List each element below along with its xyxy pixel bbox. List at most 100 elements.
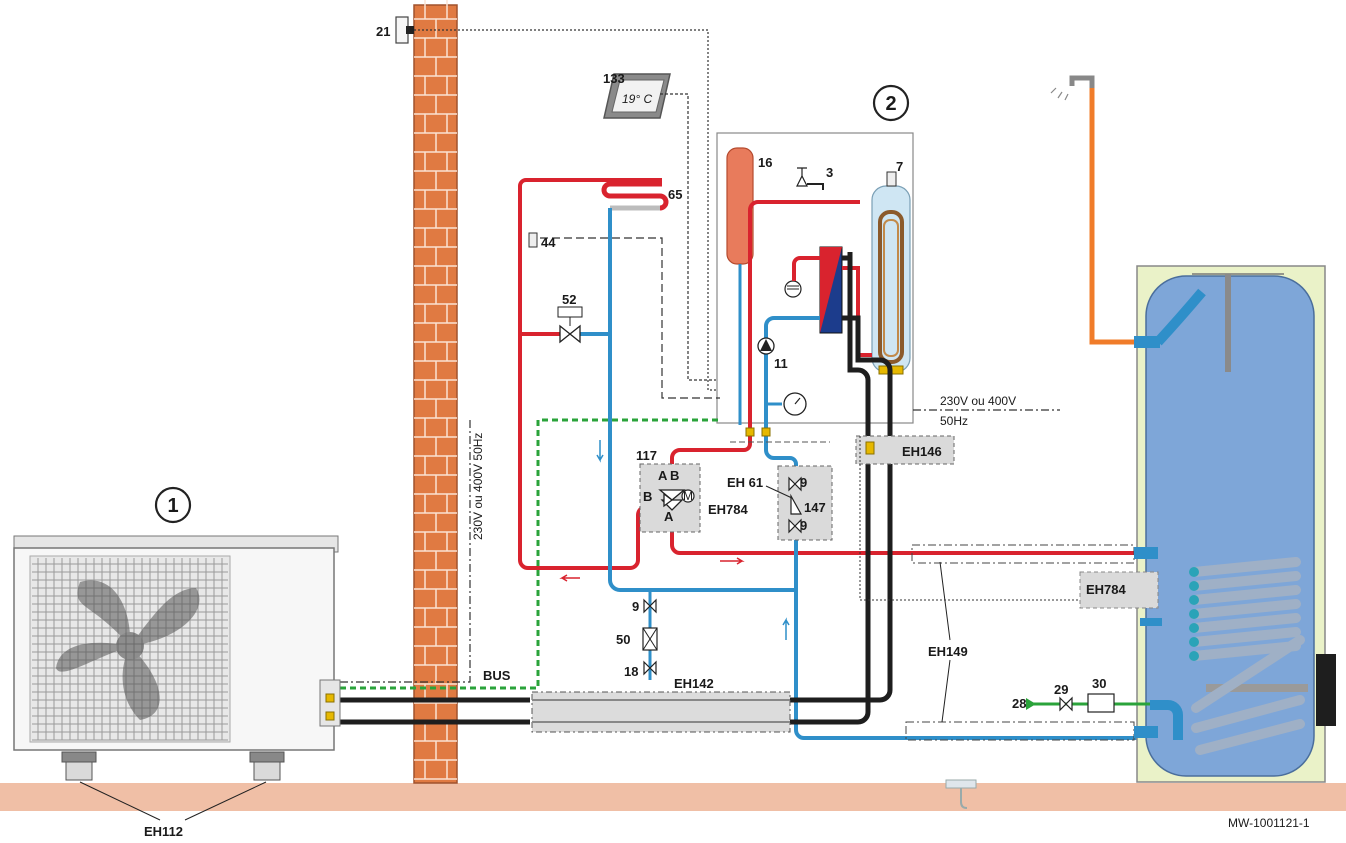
valve-to-unit-hot (670, 200, 860, 482)
dhw-outlet-pipe (1089, 88, 1134, 345)
valve-52: 52 (557, 292, 583, 344)
outdoor-unit-badge: 1 (154, 486, 192, 524)
coil-end (1189, 623, 1199, 633)
indoor-power-label: 230V ou 400V (940, 394, 1016, 408)
fan (56, 580, 200, 720)
bus-cable (340, 418, 722, 690)
pump-label: 11 (774, 356, 788, 371)
air-vent: 7 (886, 159, 903, 187)
coil-end (1189, 637, 1199, 647)
expansion-vessel-label: 16 (758, 155, 772, 170)
diverter-valve-kit: M A B B A 117 EH784 (636, 448, 749, 533)
valve-port-b: B (643, 489, 652, 504)
cold-inlet-label: 28 (1012, 696, 1026, 711)
unit-to-filter-cold (764, 430, 1140, 740)
sensor-cable (414, 29, 720, 391)
valve-29-label: 29 (1054, 682, 1068, 697)
dhw-tank (1136, 265, 1336, 783)
fitting-return (761, 427, 771, 437)
heating-flow-pipe (518, 178, 662, 570)
drain-isolating-label: 9 (632, 599, 639, 614)
floor (0, 783, 1346, 811)
thermostat-cable (660, 93, 716, 381)
refrigerant-insulation (531, 691, 791, 733)
heating-return-pipe (608, 208, 795, 592)
room-thermostat: 19° C 133 (603, 71, 671, 119)
filter-isolating-top: 9 (800, 475, 807, 490)
thermostat-44: 44 (528, 232, 556, 250)
plate-heat-exchanger (819, 246, 843, 334)
eh142-label: EH142 (674, 676, 714, 691)
coil-segment (1189, 599, 1301, 619)
indoor-power-freq: 50Hz (940, 414, 968, 428)
electric-backup-tank (871, 185, 911, 375)
reference-code: MW-1001121-1 (1228, 816, 1310, 830)
bus-label: BUS (483, 668, 511, 683)
exchanger-loop-hot (792, 256, 820, 281)
safety-valve: 3 (796, 165, 833, 190)
pressure-gauge (766, 392, 807, 416)
tank-coil (1189, 557, 1301, 661)
flow-switch (784, 280, 802, 298)
refrigerant-line-2 (340, 255, 871, 725)
flow-arrows (559, 440, 790, 640)
indoor-unit-number: 2 (885, 93, 896, 115)
fitting-flow (745, 427, 755, 437)
eh784-tank-label: EH784 (1086, 582, 1127, 597)
insulated-pipes (532, 699, 790, 723)
heating-circuit: 65 (601, 181, 682, 211)
anti-vibration-feet: EH112 (61, 751, 285, 839)
eh784-tank-kit: EH784 (1079, 571, 1159, 609)
valve-port-b-top: B (670, 468, 679, 483)
outdoor-sensor: 21 (376, 16, 414, 44)
safety-group-label: 30 (1092, 676, 1106, 691)
diverter-kit-label: EH784 (708, 502, 749, 517)
safety-valve-label: 3 (826, 165, 833, 180)
brick-wall (413, 0, 458, 784)
coil-segment (1189, 571, 1301, 591)
outdoor-power-cable (340, 420, 471, 683)
coil-segment (1189, 613, 1301, 633)
valve-52-label: 52 (562, 292, 576, 307)
valve-port-a-top: A (658, 468, 668, 483)
tap (1050, 75, 1095, 101)
lower-coil (1191, 635, 1305, 755)
floor-drain (945, 779, 977, 809)
coil-segment (1189, 557, 1301, 577)
eh146-kit: EH146 (855, 435, 955, 465)
outdoor-sensor-label: 21 (376, 24, 390, 39)
coil-end (1189, 609, 1199, 619)
filter-kit: 9 9 147 EH 61 (727, 465, 833, 541)
thermostat-display: 19° C (622, 92, 652, 106)
outdoor-unit-number: 1 (167, 495, 178, 517)
drain-valve-label: 18 (624, 664, 638, 679)
filter-isolating-bottom: 9 (800, 518, 807, 533)
cold-water-inlet: 28 29 30 (1012, 676, 1150, 713)
outdoor-power-label: 230V ou 400V 50Hz (471, 433, 485, 540)
valve-motor-label: M (683, 489, 693, 503)
thermostat-44-cable (540, 237, 720, 399)
coil-end (1189, 567, 1199, 577)
eh61-label: EH 61 (727, 475, 763, 490)
indoor-unit-badge: 2 (872, 84, 910, 122)
coil-segment (1189, 627, 1301, 647)
unit-return-cold (764, 316, 820, 430)
refrigerant-line-1 (340, 315, 893, 703)
tank-connections (1134, 288, 1206, 740)
eh112-label: EH112 (144, 824, 183, 839)
coil-end (1189, 581, 1199, 591)
drain-assembly: 9 50 18 EH142 (616, 598, 714, 691)
coil-segment (1189, 585, 1301, 605)
tank-sensor-cable (859, 436, 1090, 601)
outdoor-unit: 1 (13, 486, 341, 751)
coil-segment (1189, 641, 1301, 661)
coil-end (1189, 595, 1199, 605)
valve-port-a: A (664, 509, 674, 524)
filter-147-label: 147 (804, 500, 826, 515)
diverter-valve-label: 117 (636, 448, 657, 463)
room-thermostat-label: 133 (603, 71, 625, 86)
eh149-label: EH149 (928, 644, 968, 659)
coil-end (1189, 651, 1199, 661)
thermostat-44-label: 44 (541, 235, 556, 250)
